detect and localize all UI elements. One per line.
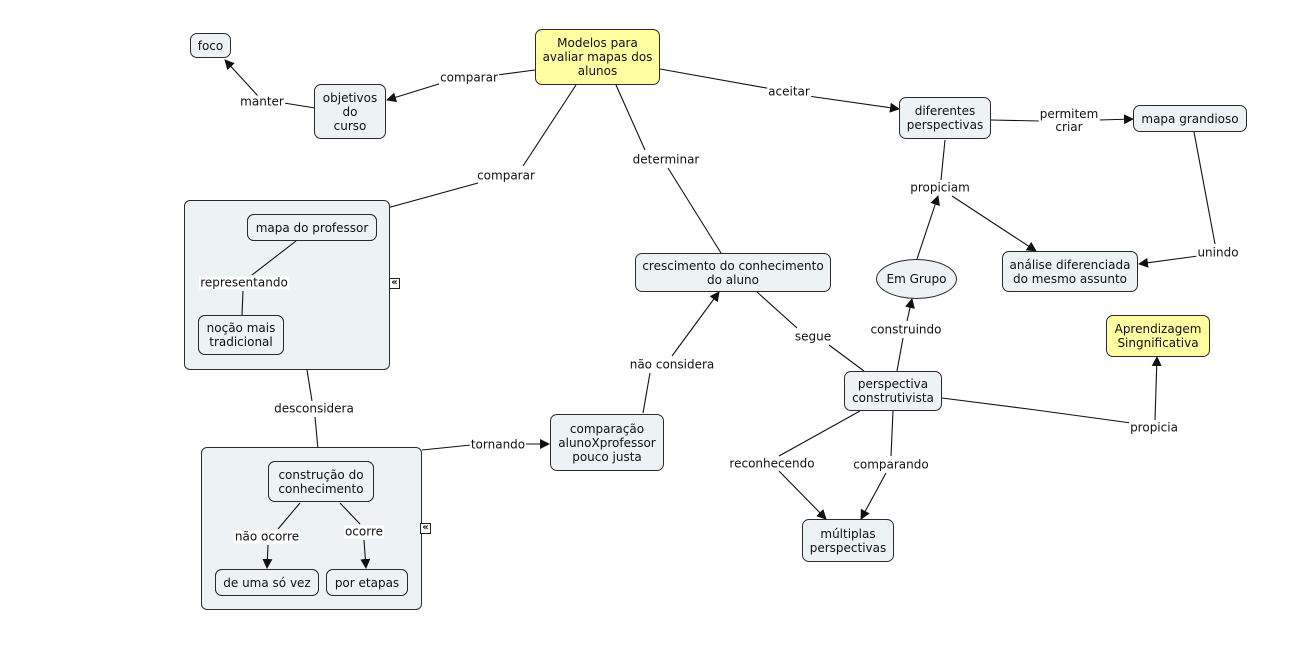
- node-por-etapas-top[interactable]: por etapas: [326, 569, 408, 596]
- connector-unindo-analise: [1138, 255, 1199, 268]
- connector-modelos-determinar: [615, 84, 646, 151]
- connector-reconhecendo-multiplas: [778, 470, 827, 520]
- node-modelos-para-avaliar[interactable]: Modelos para avaliar mapas dos alunos: [535, 29, 660, 85]
- connector-emgrupo-propiciam: [916, 195, 940, 260]
- connector-group2-tornando: [421, 444, 472, 451]
- collapse-icon[interactable]: «: [420, 523, 431, 534]
- node-multiplas-perspectivas[interactable]: múltiplas perspectivas: [802, 519, 894, 562]
- connector-diferentes-permitem: [990, 119, 1041, 122]
- link-label-comparar-mid[interactable]: comparar: [476, 168, 536, 183]
- link-label-propiciam[interactable]: propiciam: [909, 180, 971, 195]
- link-label-nao-ocorre-top[interactable]: não ocorre: [233, 529, 301, 544]
- node-crescimento-conhecimento[interactable]: crescimento do conhecimento do aluno: [635, 253, 831, 292]
- connector-modelos-comparar: [496, 69, 536, 76]
- connector-propicia-aprendizagem: [1151, 356, 1162, 421]
- connector-propiciam-analise: [951, 195, 1037, 252]
- link-label-tornando[interactable]: tornando: [469, 437, 527, 452]
- node-em-grupo[interactable]: Em Grupo: [876, 259, 957, 299]
- node-mapa-do-professor-top[interactable]: mapa do professor: [247, 214, 377, 241]
- link-label-segue[interactable]: segue: [793, 329, 833, 344]
- node-perspectiva-construtivista[interactable]: perspectiva construtivista: [844, 371, 942, 411]
- node-aprendizagem-significativa[interactable]: Aprendizagem Singnificativa: [1106, 315, 1210, 357]
- link-label-manter[interactable]: manter: [239, 94, 285, 109]
- collapse-icon[interactable]: «: [389, 278, 400, 289]
- link-label-desconsidera[interactable]: desconsidera: [273, 401, 355, 416]
- link-label-ocorre-top[interactable]: ocorre: [343, 524, 385, 539]
- connector-segue-perspectiva: [828, 344, 865, 372]
- connector-permitem-mapa: [1098, 114, 1134, 125]
- connector-modelos-comparar2: [522, 84, 577, 167]
- node-construcao-conhecimento-top[interactable]: construção do conhecimento: [268, 461, 374, 502]
- node-analise-diferenciada[interactable]: análise diferenciada do mesmo assunto: [1002, 251, 1138, 292]
- connector-diferentes-propiciam: [940, 139, 946, 181]
- connector-modelos-aceitar: [659, 68, 773, 90]
- connector-comparar-objetivos: [386, 82, 443, 103]
- node-nocao-tradicional-top[interactable]: noção mais tradicional: [198, 315, 284, 355]
- connector-manter-foco: [224, 59, 259, 97]
- connector-perspectiva-comparando: [890, 410, 894, 457]
- connector-determinar-crescimento: [667, 167, 722, 254]
- connector-naoconsidera-crescimento: [671, 291, 720, 357]
- node-diferentes-perspectivas[interactable]: diferentes perspectivas: [899, 97, 991, 139]
- connector-construindo-emgrupo: [905, 298, 915, 322]
- connector-comparando-multiplas: [860, 472, 887, 520]
- connector-aceitar-diferentes: [807, 95, 900, 113]
- connector-group1-desconsidera: [306, 369, 313, 402]
- connector-perspectiva-propicia: [941, 397, 1132, 424]
- link-label-comparando[interactable]: comparando: [852, 457, 930, 472]
- link-label-nao-considera[interactable]: não considera: [628, 357, 716, 372]
- connector-objetivos-manter: [283, 102, 316, 109]
- connector-mapa-unindo: [1193, 131, 1216, 245]
- link-label-determinar[interactable]: determinar: [631, 152, 701, 167]
- link-label-propicia[interactable]: propicia: [1129, 420, 1179, 435]
- link-label-permitem-criar[interactable]: permitem criar: [1038, 107, 1100, 134]
- link-label-unindo[interactable]: unindo: [1196, 245, 1240, 260]
- link-label-comparar-top[interactable]: comparar: [439, 70, 499, 85]
- node-comparacao-aluno-professor[interactable]: comparação alunoXprofessor pouco justa: [550, 414, 664, 471]
- link-label-construindo[interactable]: construindo: [869, 322, 943, 337]
- connector-perspectiva-construindo: [896, 337, 904, 372]
- link-label-representando-top[interactable]: representando: [199, 275, 289, 290]
- node-de-uma-so-vez-top[interactable]: de uma só vez: [215, 569, 319, 596]
- connector-comparacao-naoconsidera: [642, 372, 651, 414]
- node-objetivos-do-curso[interactable]: objetivos do curso: [314, 84, 386, 139]
- connector-perspectiva-reconhecendo: [778, 410, 861, 457]
- link-label-aceitar[interactable]: aceitar: [767, 84, 811, 99]
- connector-crescimento-segue: [756, 291, 798, 329]
- node-mapa-grandioso[interactable]: mapa grandioso: [1133, 105, 1247, 132]
- node-foco[interactable]: foco: [190, 33, 231, 58]
- link-label-reconhecendo[interactable]: reconhecendo: [728, 456, 816, 471]
